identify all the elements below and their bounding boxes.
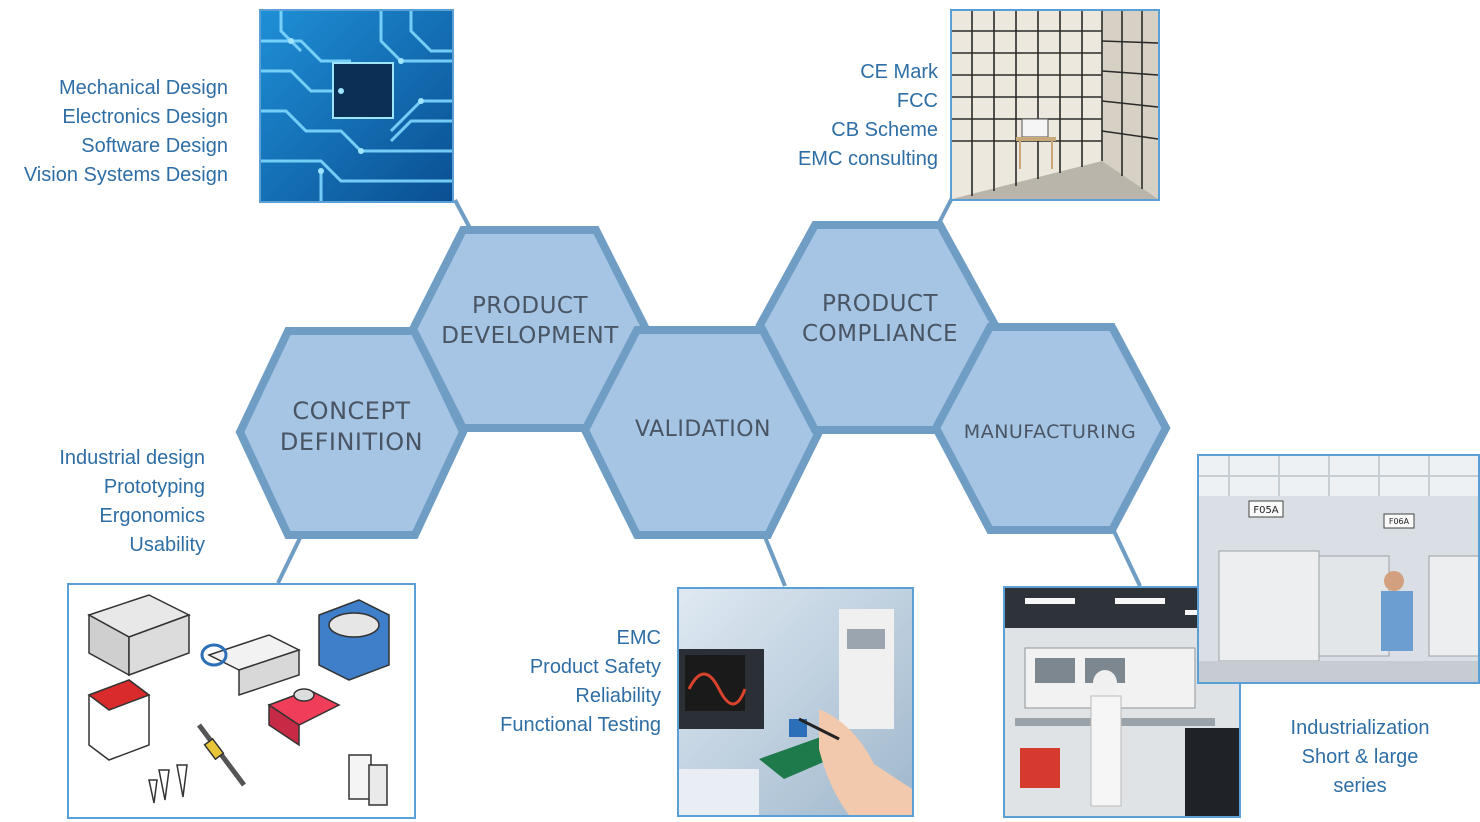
circuit-board-image — [259, 9, 454, 203]
sign-f06a: F06A — [1389, 517, 1410, 526]
service-item: Product Safety — [529, 656, 661, 678]
service-item: Mechanical Design — [59, 77, 228, 99]
sign-f05a: F05A — [1253, 505, 1278, 516]
service-item: CE Mark — [860, 61, 938, 83]
service-item: Software Design — [81, 135, 228, 157]
service-item: Industrialization — [1290, 717, 1430, 739]
production-line-image: F05A F06A — [1197, 454, 1480, 684]
service-item: Prototyping — [103, 476, 205, 498]
hex-label-validation: VALIDATION — [634, 417, 772, 442]
validation-services: EMC Product Safety Reliability Functiona… — [460, 624, 661, 740]
service-item: Usability — [129, 534, 205, 556]
hexagon-manufacturing — [931, 323, 1171, 534]
service-item: Reliability — [575, 685, 661, 707]
manufacturing-services: Industrialization Short & large series — [1262, 714, 1458, 801]
connector-validation — [763, 536, 787, 587]
hex-label-development: PRODUCT DEVELOPMENT — [441, 293, 619, 349]
service-item: Functional Testing — [500, 714, 661, 736]
hex-label-manufacturing: MANUFACTURING — [963, 421, 1137, 443]
service-item: CB Scheme — [831, 119, 938, 141]
service-item: EMC consulting — [797, 148, 938, 170]
compliance-services: CE Mark FCC CB Scheme EMC consulting — [760, 58, 938, 174]
concept-services: Industrial design Prototyping Ergonomics… — [0, 444, 205, 560]
service-item: EMC — [616, 627, 661, 649]
connector-compliance — [936, 197, 954, 226]
service-item: Electronics Design — [62, 106, 228, 128]
service-item: Short & large — [1301, 746, 1419, 768]
anechoic-chamber-image — [950, 9, 1160, 201]
service-item: series — [1333, 775, 1387, 797]
service-item: FCC — [896, 90, 938, 112]
connector-manufacturing — [1110, 526, 1142, 587]
service-item: Ergonomics — [99, 505, 205, 527]
hex-label-compliance: PRODUCT COMPLIANCE — [801, 291, 958, 347]
service-item: Vision Systems Design — [23, 164, 228, 186]
electronics-testing-image — [677, 587, 914, 817]
hex-label-concept: CONCEPT DEFINITION — [279, 397, 424, 457]
development-services: Mechanical Design Electronics Design Sof… — [0, 74, 228, 190]
connector-concept — [276, 537, 302, 584]
service-item: Industrial design — [59, 447, 205, 469]
concept-sketch-image — [67, 583, 416, 819]
